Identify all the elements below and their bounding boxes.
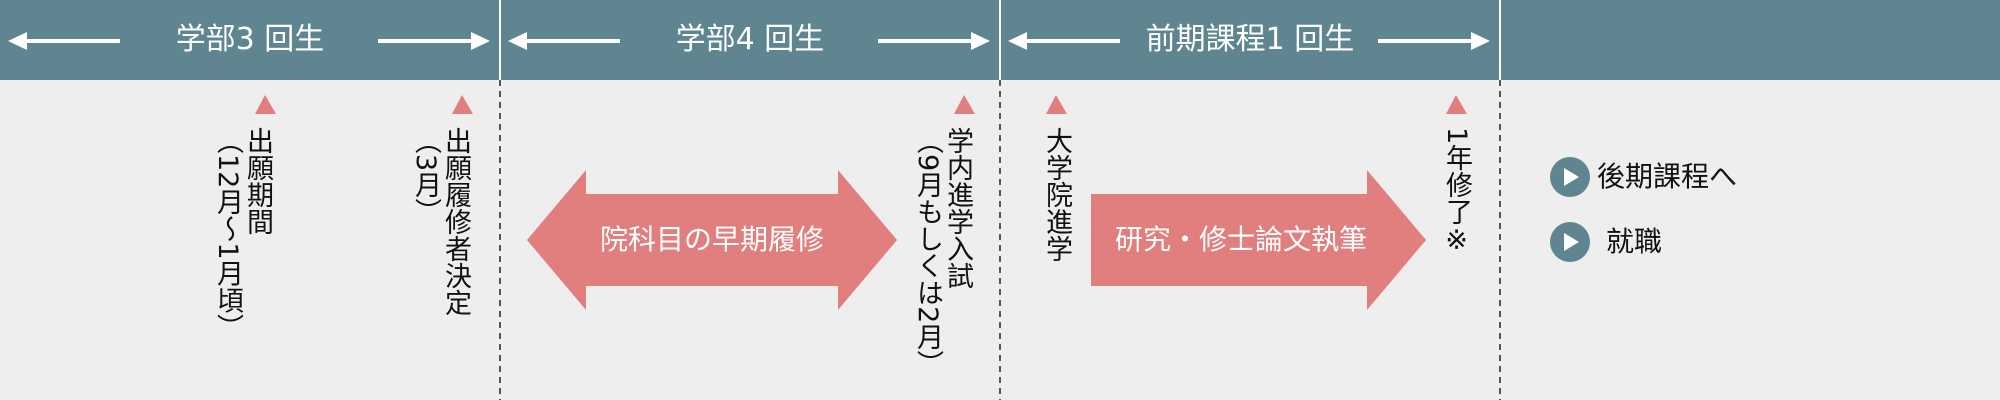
phase-label-masters-1: 前期課程1 回生	[1145, 22, 1355, 57]
milestone-marker-decision	[452, 95, 473, 114]
milestone-marker-exam	[954, 95, 975, 114]
phase-span-arrow-undergrad-3	[8, 32, 490, 50]
milestone-decision-title: 出願履修者決定	[440, 127, 471, 316]
milestone-application-title: 出願期間	[242, 127, 273, 235]
destination-doctoral: 後期課程へ	[1597, 160, 1738, 193]
milestone-exam-detail: （9月もしくは2月）	[912, 127, 943, 378]
play-icon	[1550, 222, 1590, 262]
phase-span-arrow-undergrad-4	[508, 32, 990, 50]
milestone-decision-detail: （3月）	[410, 127, 441, 226]
milestone-enroll-title: 大学院進学	[1041, 127, 1072, 262]
milestone-enroll: 大学院進学	[1041, 127, 1072, 262]
milestone-decision: 出願履修者決定（3月）	[410, 127, 471, 316]
research-label: 研究・修士論文執筆	[1114, 223, 1367, 256]
destination-employment: 就職	[1606, 225, 1663, 258]
play-icon	[1550, 157, 1590, 197]
milestone-marker-enroll	[1046, 95, 1067, 114]
milestone-exam-title: 学内進学入試	[942, 127, 973, 289]
research-arrow	[1091, 170, 1426, 310]
milestone-exam: 学内進学入試（9月もしくは2月）	[912, 127, 973, 378]
phase-span-arrow-masters-1	[1008, 32, 1490, 50]
phase-label-undergrad-4: 学部4 回生	[675, 22, 825, 57]
milestone-complete: 1年修了※	[1441, 127, 1472, 257]
milestone-complete-title: 1年修了※	[1441, 127, 1472, 257]
milestone-marker-complete	[1446, 95, 1467, 114]
milestone-application-detail: （12月～1月頃）	[212, 127, 243, 341]
phase-label-undergrad-3: 学部3 回生	[175, 22, 325, 57]
milestone-application: 出願期間（12月～1月頃）	[212, 127, 273, 341]
early-courses-double-arrow	[527, 170, 897, 310]
early-courses-label: 院科目の早期履修	[599, 223, 824, 256]
milestone-marker-application	[255, 95, 276, 114]
